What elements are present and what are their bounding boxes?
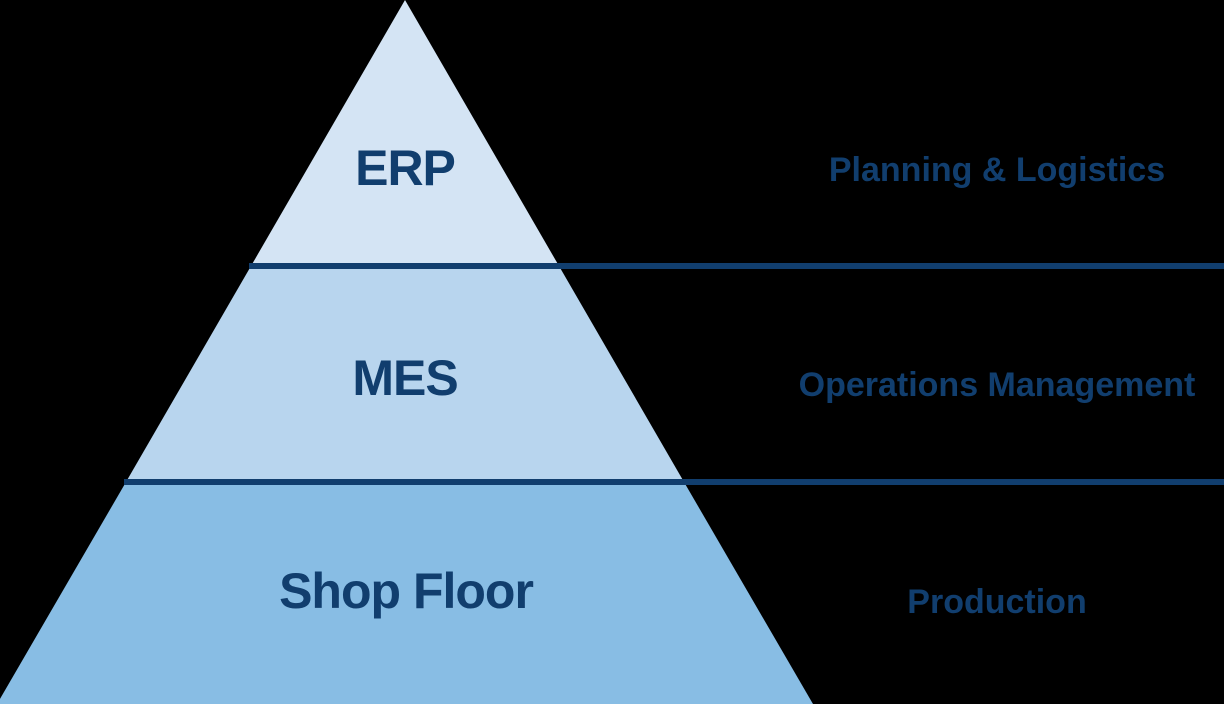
pyramid-level-erp bbox=[251, 0, 559, 266]
pyramid-level-mes bbox=[126, 266, 684, 482]
pyramid-level-shop-floor bbox=[0, 482, 813, 704]
erp-label: ERP bbox=[355, 140, 455, 196]
mes-annotation-label: Operations Management bbox=[799, 366, 1196, 404]
shop-floor-annotation-label: Production bbox=[907, 583, 1086, 621]
mes-label: MES bbox=[352, 350, 457, 406]
erp-annotation-label: Planning & Logistics bbox=[829, 151, 1165, 189]
shop-floor-label: Shop Floor bbox=[279, 563, 533, 619]
